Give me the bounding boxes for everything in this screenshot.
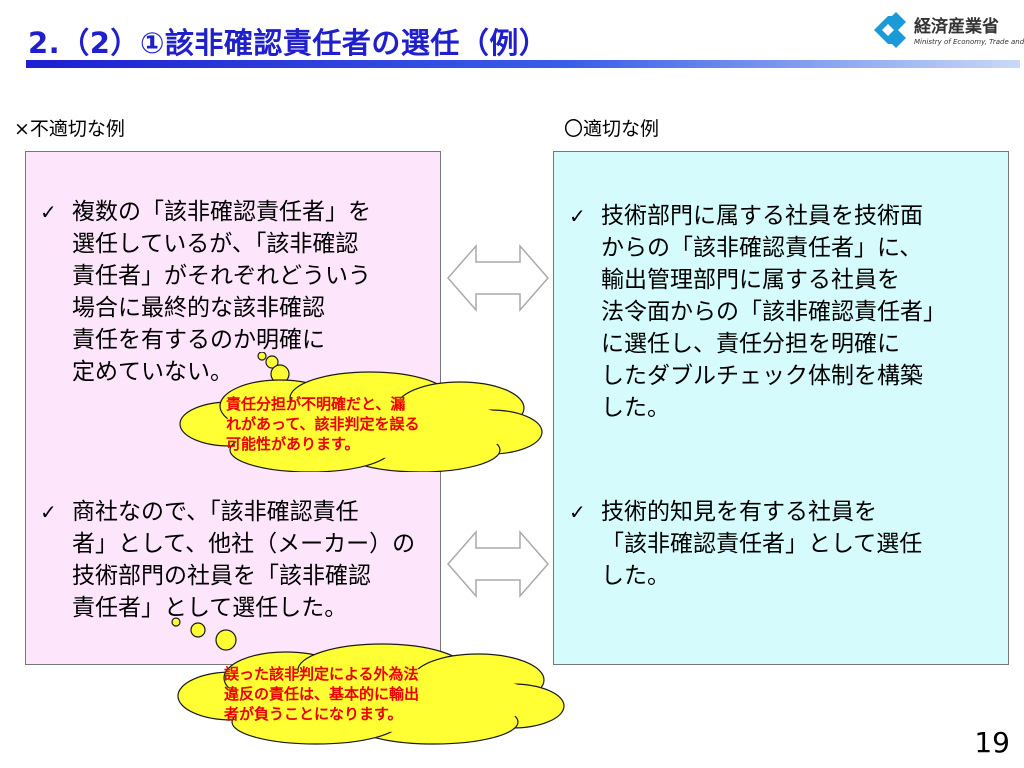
double-arrow-icon bbox=[447, 530, 549, 598]
inappropriate-item-2: ✓ 商社なので、「該非確認責任 者」として、他社（メーカー）の 技術部門の社員を… bbox=[34, 496, 415, 624]
checkmark-icon: ✓ bbox=[40, 200, 57, 224]
inappropriate-item-1: ✓ 複数の「該非確認責任者」を 選任しているが、「該非確認 責任者」がそれぞれど… bbox=[34, 196, 371, 388]
callout-cloud-1: 責任分担が不明確だと、漏 れがあって、該非判定を誤る 可能性があります。 bbox=[170, 352, 550, 472]
title-underline-bar bbox=[26, 60, 1020, 68]
inappropriate-item-1-text: 複数の「該非確認責任者」を 選任しているが、「該非確認 責任者」がそれぞれどうい… bbox=[72, 199, 371, 385]
appropriate-example-box bbox=[553, 151, 1009, 665]
callout-1-text: 責任分担が不明確だと、漏 れがあって、該非判定を誤る 可能性があります。 bbox=[226, 395, 420, 453]
double-arrow-icon bbox=[447, 244, 549, 312]
right-column-heading: 〇適切な例 bbox=[564, 118, 660, 140]
inappropriate-item-2-text: 商社なので、「該非確認責任 者」として、他社（メーカー）の 技術部門の社員を「該… bbox=[72, 499, 416, 621]
appropriate-item-1: ✓ 技術部門に属する社員を技術面 からの「該非確認責任者」に、 輸出管理部門に属… bbox=[563, 200, 946, 424]
appropriate-item-2-text: 技術的知見を有する社員を 「該非確認責任者」として選任 した。 bbox=[601, 499, 923, 589]
callout-2-text: 誤った該非判定による外為法 違反の責任は、基本的に輸出 者が負うことになります。 bbox=[224, 665, 420, 723]
appropriate-item-2: ✓ 技術的知見を有する社員を 「該非確認責任者」として選任 した。 bbox=[563, 496, 922, 592]
checkmark-icon: ✓ bbox=[40, 500, 57, 524]
meti-logo: 経済産業省 Ministry of Economy, Trade and Ind… bbox=[870, 8, 1024, 54]
slide-title: 2.（2）①該非確認責任者の選任（例） bbox=[28, 26, 549, 60]
meti-logo-icon bbox=[874, 12, 906, 48]
checkmark-icon: ✓ bbox=[569, 204, 586, 228]
checkmark-icon: ✓ bbox=[569, 500, 586, 524]
logo-name-en: Ministry of Economy, Trade and Industry bbox=[914, 38, 1024, 46]
page-number: 19 bbox=[974, 726, 1010, 759]
appropriate-item-1-text: 技術部門に属する社員を技術面 からの「該非確認責任者」に、 輸出管理部門に属する… bbox=[601, 203, 946, 421]
left-column-heading: ×不適切な例 bbox=[14, 118, 125, 140]
logo-name-jp: 経済産業省 bbox=[914, 17, 999, 37]
callout-cloud-2: 誤った該非判定による外為法 違反の責任は、基本的に輸出 者が負うことになります。 bbox=[162, 614, 572, 746]
